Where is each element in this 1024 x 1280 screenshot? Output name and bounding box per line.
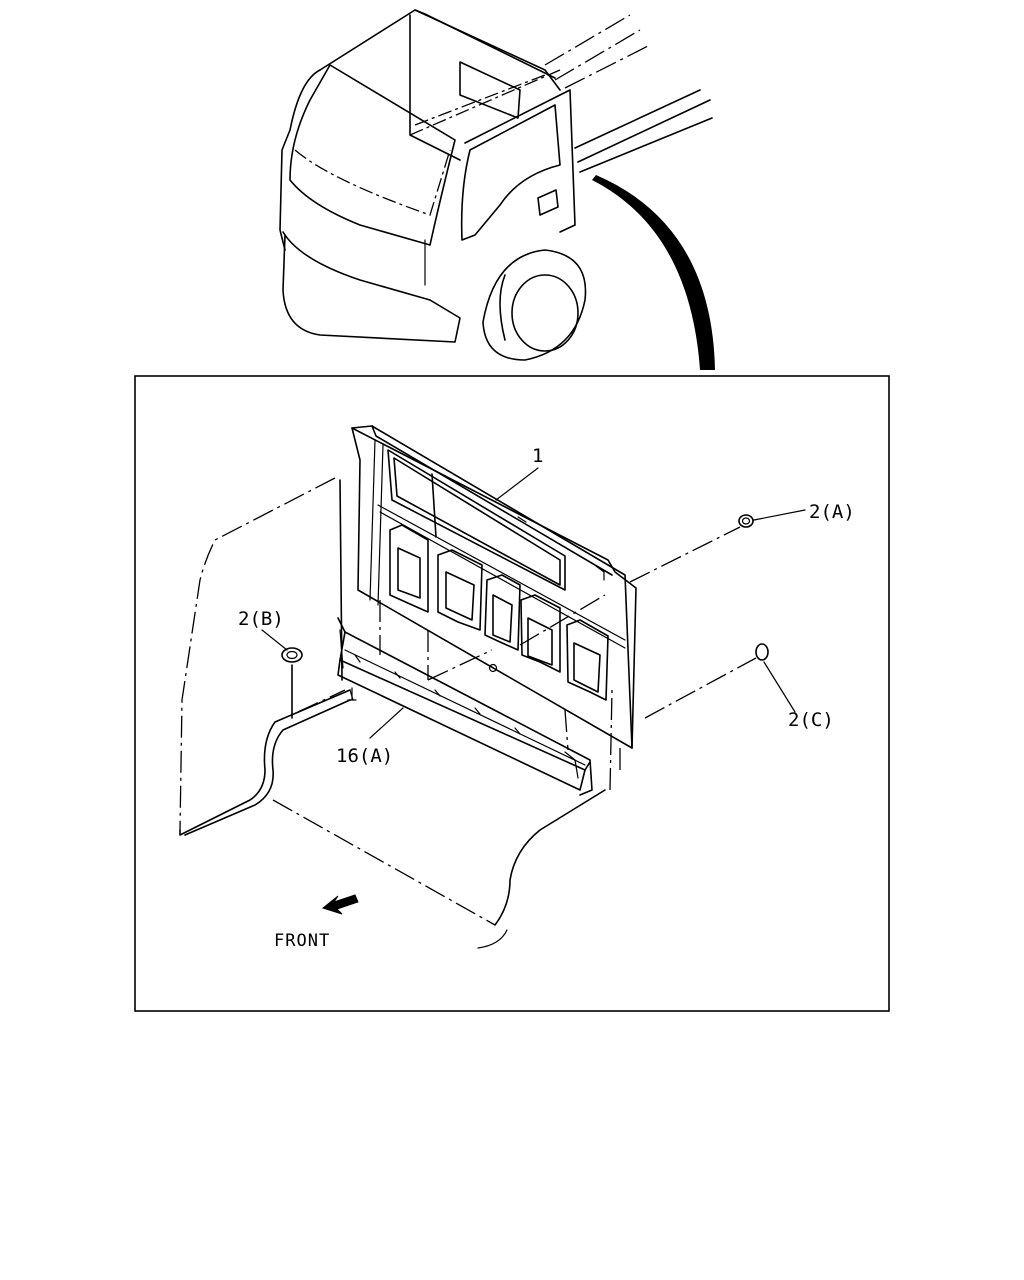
label-part-1: 1 [532, 445, 543, 467]
label-front: FRONT [274, 931, 330, 951]
label-part-2c: 2(C) [788, 709, 834, 731]
plug-2c [644, 643, 796, 719]
truck-overview [279, 9, 715, 370]
label-part-2a: 2(A) [809, 501, 855, 523]
back-panel [351, 425, 637, 749]
grommet-2b [261, 629, 303, 663]
detail-drawing [179, 425, 806, 949]
detail-frame [134, 375, 890, 1012]
fastener-2a [629, 509, 806, 583]
label-part-16a: 16(A) [336, 745, 393, 767]
arrow-down-left-icon [321, 894, 359, 915]
leader-part-1 [495, 467, 539, 501]
label-part-2b: 2(B) [238, 608, 284, 630]
leader-part-16a [369, 707, 404, 739]
sill-rail [337, 617, 593, 796]
